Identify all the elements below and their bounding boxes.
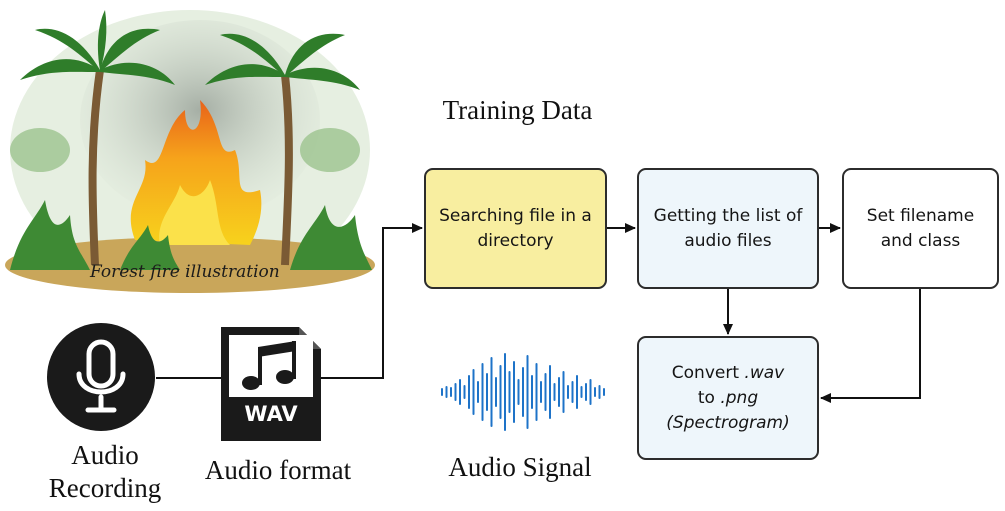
convert-line-1: Convert .wav [671, 362, 785, 383]
getting-list-label: Getting the list of audio files [653, 205, 803, 251]
forest-fire-illustration [5, 10, 375, 293]
audio-waveform-icon [441, 353, 605, 431]
searching-file-label: Searching file in a directory [439, 205, 592, 251]
audio-format-label: Audio format [204, 455, 352, 485]
wav-extension: .wav [744, 362, 785, 383]
searching-file-box: Searching file in a directory [424, 168, 607, 289]
arrow-set-to-convert [820, 289, 921, 403]
audio-recording-label: Audio Recording [48, 440, 162, 503]
getting-list-box: Getting the list of audio files [637, 168, 819, 289]
png-extension: .png [720, 387, 759, 408]
convert-line-2: to .png [697, 387, 759, 408]
forest-illustration-caption: Forest fire illustration [90, 262, 280, 282]
wav-file-icon [221, 327, 321, 441]
convert-box: Convert .wav to .png (Spectrogram) [637, 336, 819, 460]
set-filename-label: Set filename and class [866, 205, 975, 251]
arrow-wav-to-search [321, 223, 423, 379]
training-data-title: Training Data [442, 95, 593, 125]
wav-badge-text: WAV [244, 402, 298, 426]
convert-line-3: (Spectrogram) [666, 412, 790, 433]
set-filename-box: Set filename and class [842, 168, 999, 289]
audio-signal-label: Audio Signal [448, 452, 592, 482]
microphone-icon [47, 323, 155, 431]
